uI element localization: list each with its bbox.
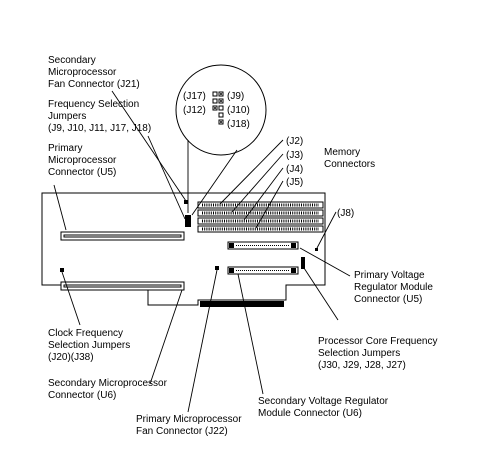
j22-fan-connector [215,266,219,270]
label-secondary-microprocessor-connector: Secondary Microprocessor Connector (U6) [48,378,170,401]
inset-label-j18: (J18) [227,119,250,130]
label-clock-frequency-jumpers: Clock Frequency Selection Jumpers (J20)(… [48,328,133,363]
secondary-microprocessor-connector-slot [63,284,182,288]
secondary-vrm-connector-end-right [291,268,296,273]
inset-label-j10: (J10) [227,105,250,116]
primary-vrm-connector-end-right [291,243,296,248]
label-j3: (J3) [286,150,303,161]
inset-label-j17: (J17) [183,91,206,102]
memory-connector-j2 [197,201,324,209]
label-processor-core-frequency-jumpers: Processor Core Frequency Selection Jumpe… [318,336,440,371]
processor-core-frequency-jumpers [301,257,305,269]
leader-lines [53,90,351,413]
inset-pointer-line-2 [191,149,238,216]
label-memory-connectors: Memory Connectors [324,147,375,170]
j8-connector [315,248,318,251]
inset-label-j9: (J9) [227,91,244,102]
primary-vrm-connector-end-left [229,243,234,248]
inset-label-j12: (J12) [183,105,206,116]
secondary-vrm-connector-end-left [229,268,234,273]
edge-connector [200,301,284,307]
label-secondary-fan-connector: Secondary Microprocessor Fan Connector (… [48,55,140,90]
primary-microprocessor-connector-slot [63,234,182,238]
frequency-jumper-block [185,215,191,227]
label-j2: (J2) [286,136,303,147]
label-primary-fan-connector: Primary Microprocessor Fan Connector (J2… [136,414,244,437]
j21-fan-connector [184,200,188,204]
label-secondary-vrm-connector: Secondary Voltage Regulator Module Conne… [258,396,391,419]
jumper-inset-circle [175,64,267,156]
label-j5: (J5) [286,177,303,188]
label-j8: (J8) [337,208,354,219]
memory-connector-j3 [197,209,324,217]
memory-connector-j5 [197,225,324,233]
label-primary-vrm-connector: Primary Voltage Regulator Module Connect… [354,270,436,305]
clock-frequency-jumpers [60,268,64,272]
inset-jumper-pins [212,91,224,125]
primary-microprocessor-connector [60,231,185,241]
label-primary-microprocessor-connector: Primary Microprocessor Connector (U5) [48,143,119,178]
label-j4: (J4) [286,164,303,175]
label-frequency-selection-jumpers: Frequency Selection Jumpers (J9, J10, J1… [48,99,151,134]
secondary-microprocessor-connector [60,281,185,291]
